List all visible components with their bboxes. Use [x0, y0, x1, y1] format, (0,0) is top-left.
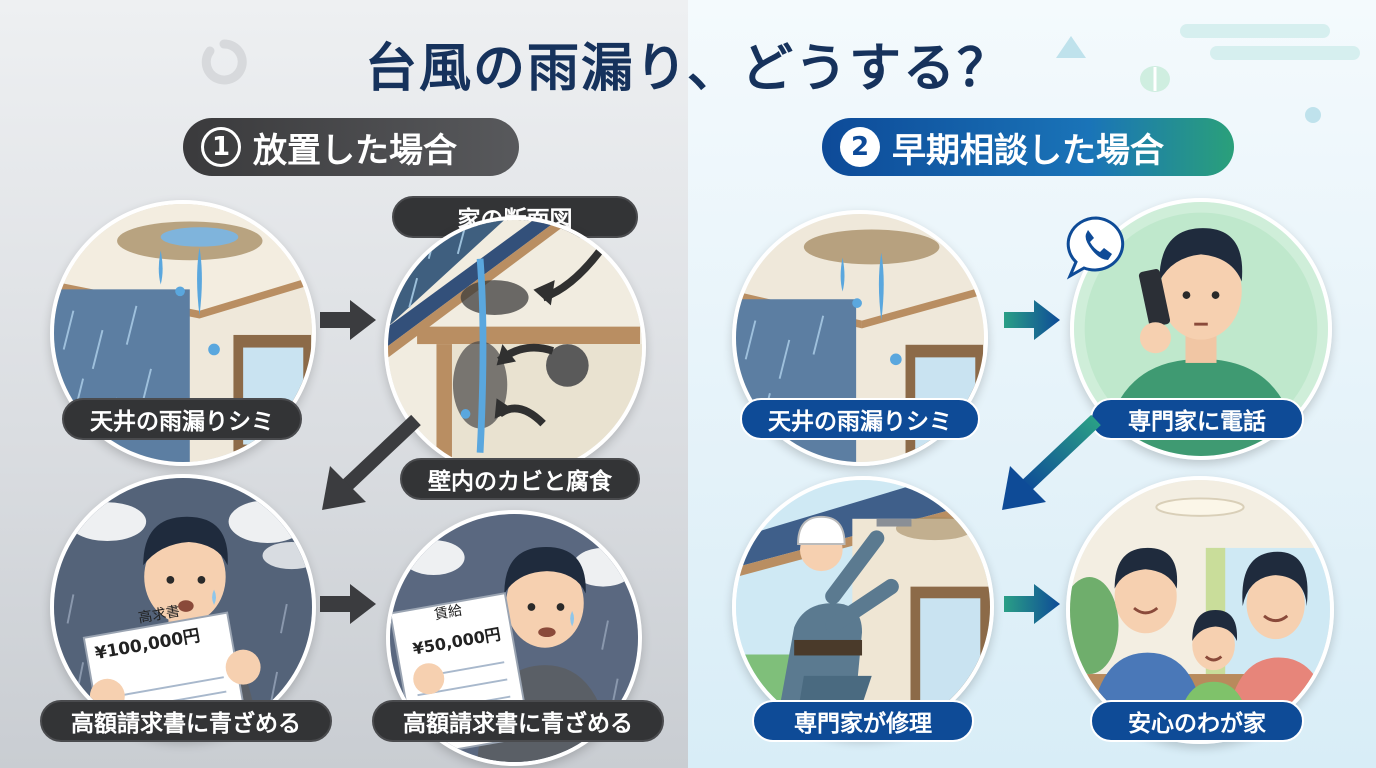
step-label: 専門家が修理 — [752, 700, 974, 742]
step-label: 高額請求書に青ざめる — [40, 700, 332, 742]
step-label: 専門家に電話 — [1090, 398, 1304, 440]
step-label: 高額請求書に青ざめる — [372, 700, 664, 742]
arrow-down-left-icon — [996, 414, 1106, 514]
step-label: 安心のわが家 — [1090, 700, 1304, 742]
heading-text: 早期相談した場合 — [892, 130, 1164, 171]
heading-text: 放置した場合 — [253, 130, 457, 171]
decor-ring-icon — [201, 39, 247, 85]
heading-number: 1 — [201, 127, 241, 167]
decor-dot-icon — [1305, 107, 1321, 123]
arrow-right-icon — [320, 300, 376, 340]
section-heading-neglect: 1 放置した場合 — [183, 118, 519, 176]
arrow-right-icon — [1004, 300, 1060, 340]
page-title: 台風の雨漏り、どうする？ — [365, 39, 1011, 99]
step-label: 壁内のカビと腐食 — [400, 458, 640, 500]
decor-stripes-icon — [1180, 24, 1360, 60]
phone-icon — [1066, 216, 1125, 280]
illustration-professional-repair — [732, 476, 994, 738]
arrow-right-icon — [1004, 584, 1060, 624]
arrow-right-icon — [320, 584, 376, 624]
step-label: 天井の雨漏りシミ — [62, 398, 302, 440]
heading-number: 2 — [840, 127, 880, 167]
decor-leaf-icon — [1140, 66, 1170, 92]
step-label: 天井の雨漏りシミ — [740, 398, 980, 440]
illustration-wall-cross-section — [384, 216, 646, 478]
arrow-down-left-icon — [316, 414, 426, 514]
section-heading-early: 2 早期相談した場合 — [822, 118, 1234, 176]
decor-triangle-icon — [1056, 36, 1086, 58]
